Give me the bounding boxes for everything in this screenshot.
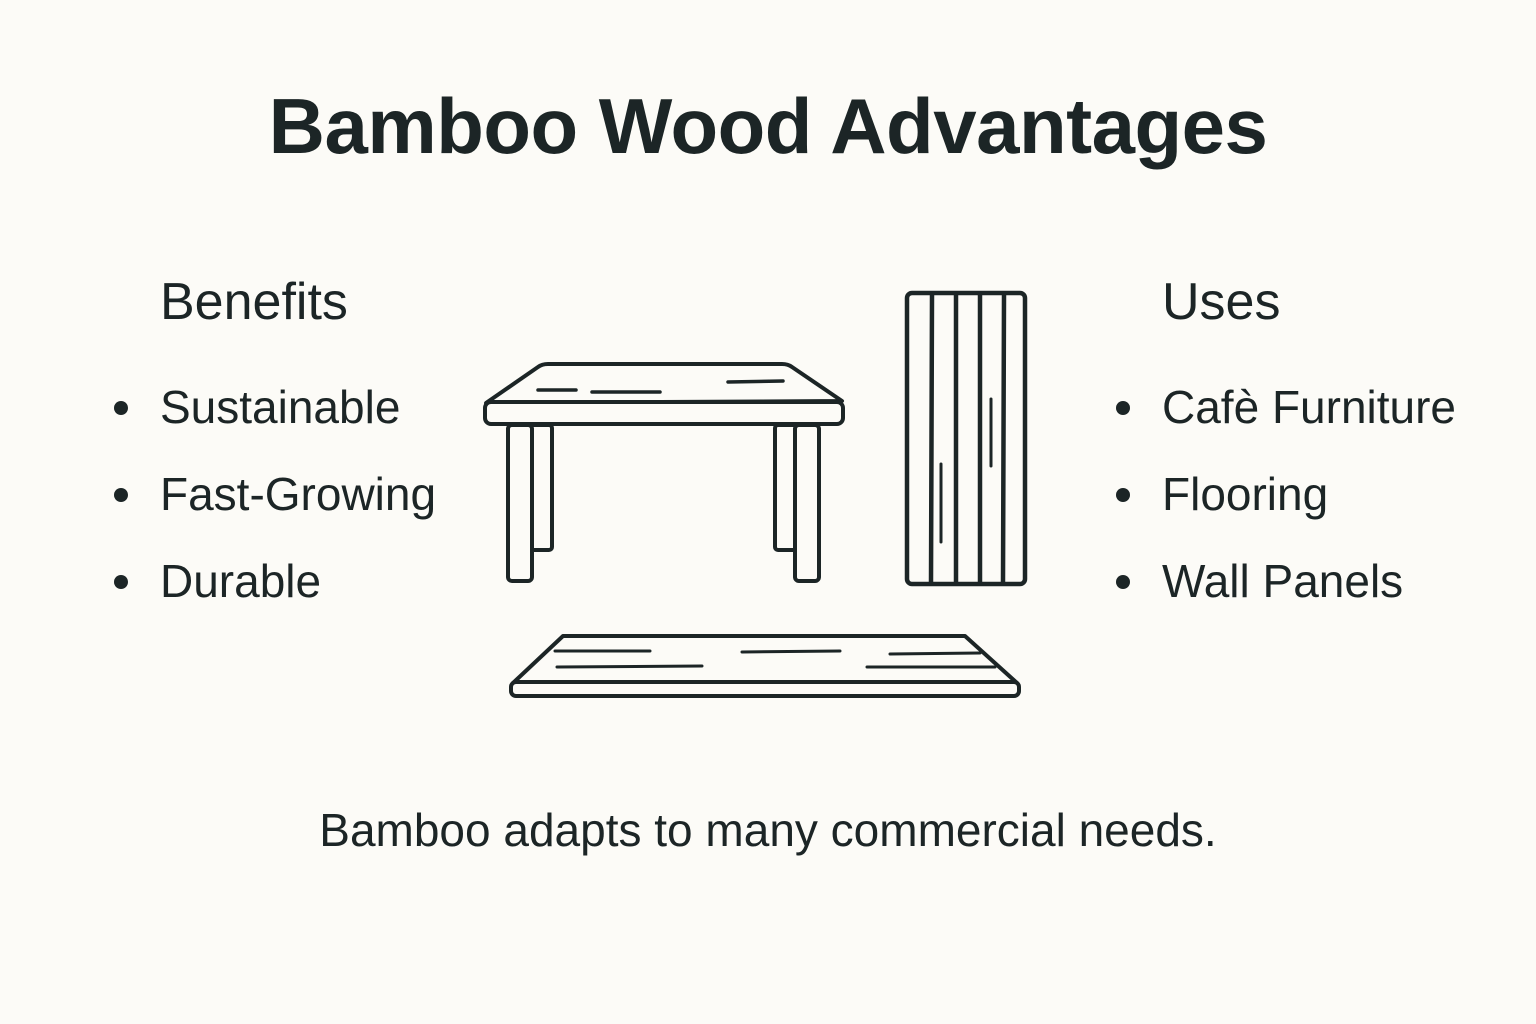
table-icon (483, 362, 845, 583)
list-item-label: Sustainable (160, 381, 401, 433)
list-item-label: Fast-Growing (160, 468, 437, 520)
bullet-icon (1116, 575, 1130, 589)
uses-list: Cafè Furniture Flooring Wall Panels (1112, 378, 1456, 639)
floor-plank-icon (509, 634, 1021, 698)
caption: Bamboo adapts to many commercial needs. (319, 804, 1217, 856)
list-item: Flooring (1112, 465, 1456, 523)
list-item: Wall Panels (1112, 552, 1456, 610)
list-item: Fast-Growing (110, 465, 436, 523)
list-item: Durable (110, 552, 436, 610)
list-item-label: Cafè Furniture (1162, 381, 1457, 433)
bullet-icon (1116, 401, 1130, 415)
bullet-icon (114, 575, 128, 589)
bullet-icon (1116, 488, 1130, 502)
list-item-label: Flooring (1162, 468, 1329, 520)
page-title: Bamboo Wood Advantages (268, 82, 1268, 170)
list-item-label: Durable (160, 555, 322, 607)
list-item: Cafè Furniture (1112, 378, 1456, 436)
wall-panel-icon (904, 290, 1028, 587)
bullet-icon (114, 401, 128, 415)
uses-heading: Uses (1162, 273, 1281, 331)
benefits-heading: Benefits (160, 273, 348, 331)
benefits-list: Sustainable Fast-Growing Durable (110, 378, 436, 639)
list-item-label: Wall Panels (1162, 555, 1404, 607)
list-item: Sustainable (110, 378, 436, 436)
bullet-icon (114, 488, 128, 502)
